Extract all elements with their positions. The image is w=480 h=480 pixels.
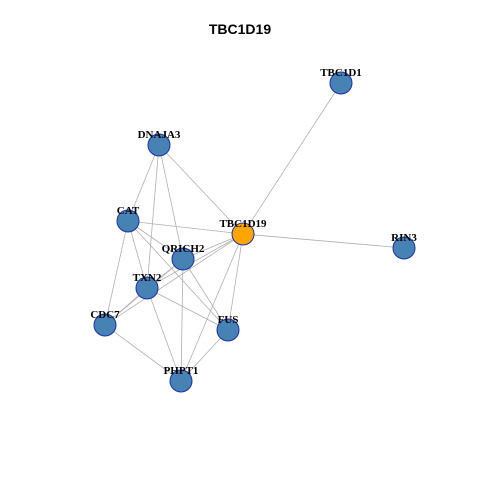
node-label-qrich2: QRICH2 xyxy=(162,243,205,255)
edge-cdc7-phpt1 xyxy=(104,324,182,382)
edge-tbc1d19-fus xyxy=(227,233,244,331)
edge-qrich2-fus xyxy=(182,258,229,331)
edge-fus-phpt1 xyxy=(180,329,229,382)
node-label-dnaja3: DNAJA3 xyxy=(138,129,181,141)
edge-txn2-fus xyxy=(146,287,229,331)
node-qrich2[interactable]: QRICH2 xyxy=(162,243,205,271)
node-tbc1d19[interactable]: TBC1D19 xyxy=(219,218,267,246)
node-circle-tbc1d1[interactable] xyxy=(329,71,353,95)
node-fus[interactable]: FUS xyxy=(216,314,240,342)
edge-dnaja3-cat xyxy=(127,144,160,222)
edge-tbc1d19-tbc1d1 xyxy=(242,82,342,235)
node-tbc1d1[interactable]: TBC1D1 xyxy=(320,67,362,95)
node-dnaja3[interactable]: DNAJA3 xyxy=(138,129,181,157)
edge-tbc1d19-rin3 xyxy=(242,233,405,249)
node-circle-phpt1[interactable] xyxy=(169,369,193,393)
node-circle-cdc7[interactable] xyxy=(93,313,117,337)
edge-cat-fus xyxy=(127,220,229,331)
edge-dnaja3-txn2 xyxy=(146,144,160,289)
node-txn2[interactable]: TXN2 xyxy=(133,272,162,300)
edge-tbc1d19-cat xyxy=(127,220,244,235)
node-label-cat: CAT xyxy=(117,205,140,217)
node-circle-fus[interactable] xyxy=(216,318,240,342)
node-label-tbc1d1: TBC1D1 xyxy=(320,67,362,79)
edge-txn2-phpt1 xyxy=(146,287,182,382)
node-circle-tbc1d19[interactable] xyxy=(231,222,255,246)
edge-tbc1d19-txn2 xyxy=(146,233,244,289)
node-rin3[interactable]: RIN3 xyxy=(391,232,417,260)
edge-tbc1d19-phpt1 xyxy=(180,233,244,382)
node-label-tbc1d19: TBC1D19 xyxy=(219,218,267,230)
node-circle-txn2[interactable] xyxy=(135,276,159,300)
node-label-fus: FUS xyxy=(218,314,239,326)
node-circle-dnaja3[interactable] xyxy=(147,133,171,157)
node-label-rin3: RIN3 xyxy=(391,232,417,244)
edge-layer xyxy=(104,82,405,382)
node-cat[interactable]: CAT xyxy=(116,205,140,233)
node-circle-qrich2[interactable] xyxy=(171,247,195,271)
node-label-txn2: TXN2 xyxy=(133,272,162,284)
node-label-phpt1: PHPT1 xyxy=(164,365,199,377)
edge-tbc1d19-dnaja3 xyxy=(158,144,244,235)
edge-cat-txn2 xyxy=(127,220,148,289)
node-circle-rin3[interactable] xyxy=(392,236,416,260)
edge-dnaja3-qrich2 xyxy=(158,144,184,260)
node-phpt1[interactable]: PHPT1 xyxy=(164,365,199,393)
node-label-cdc7: CDC7 xyxy=(90,309,120,321)
edge-cat-cdc7 xyxy=(104,220,129,326)
node-cdc7[interactable]: CDC7 xyxy=(90,309,120,337)
node-circle-cat[interactable] xyxy=(116,209,140,233)
graph-title: TBC1D19 xyxy=(208,21,272,37)
edge-tbc1d19-cdc7 xyxy=(104,233,244,326)
edge-qrich2-phpt1 xyxy=(180,258,184,382)
